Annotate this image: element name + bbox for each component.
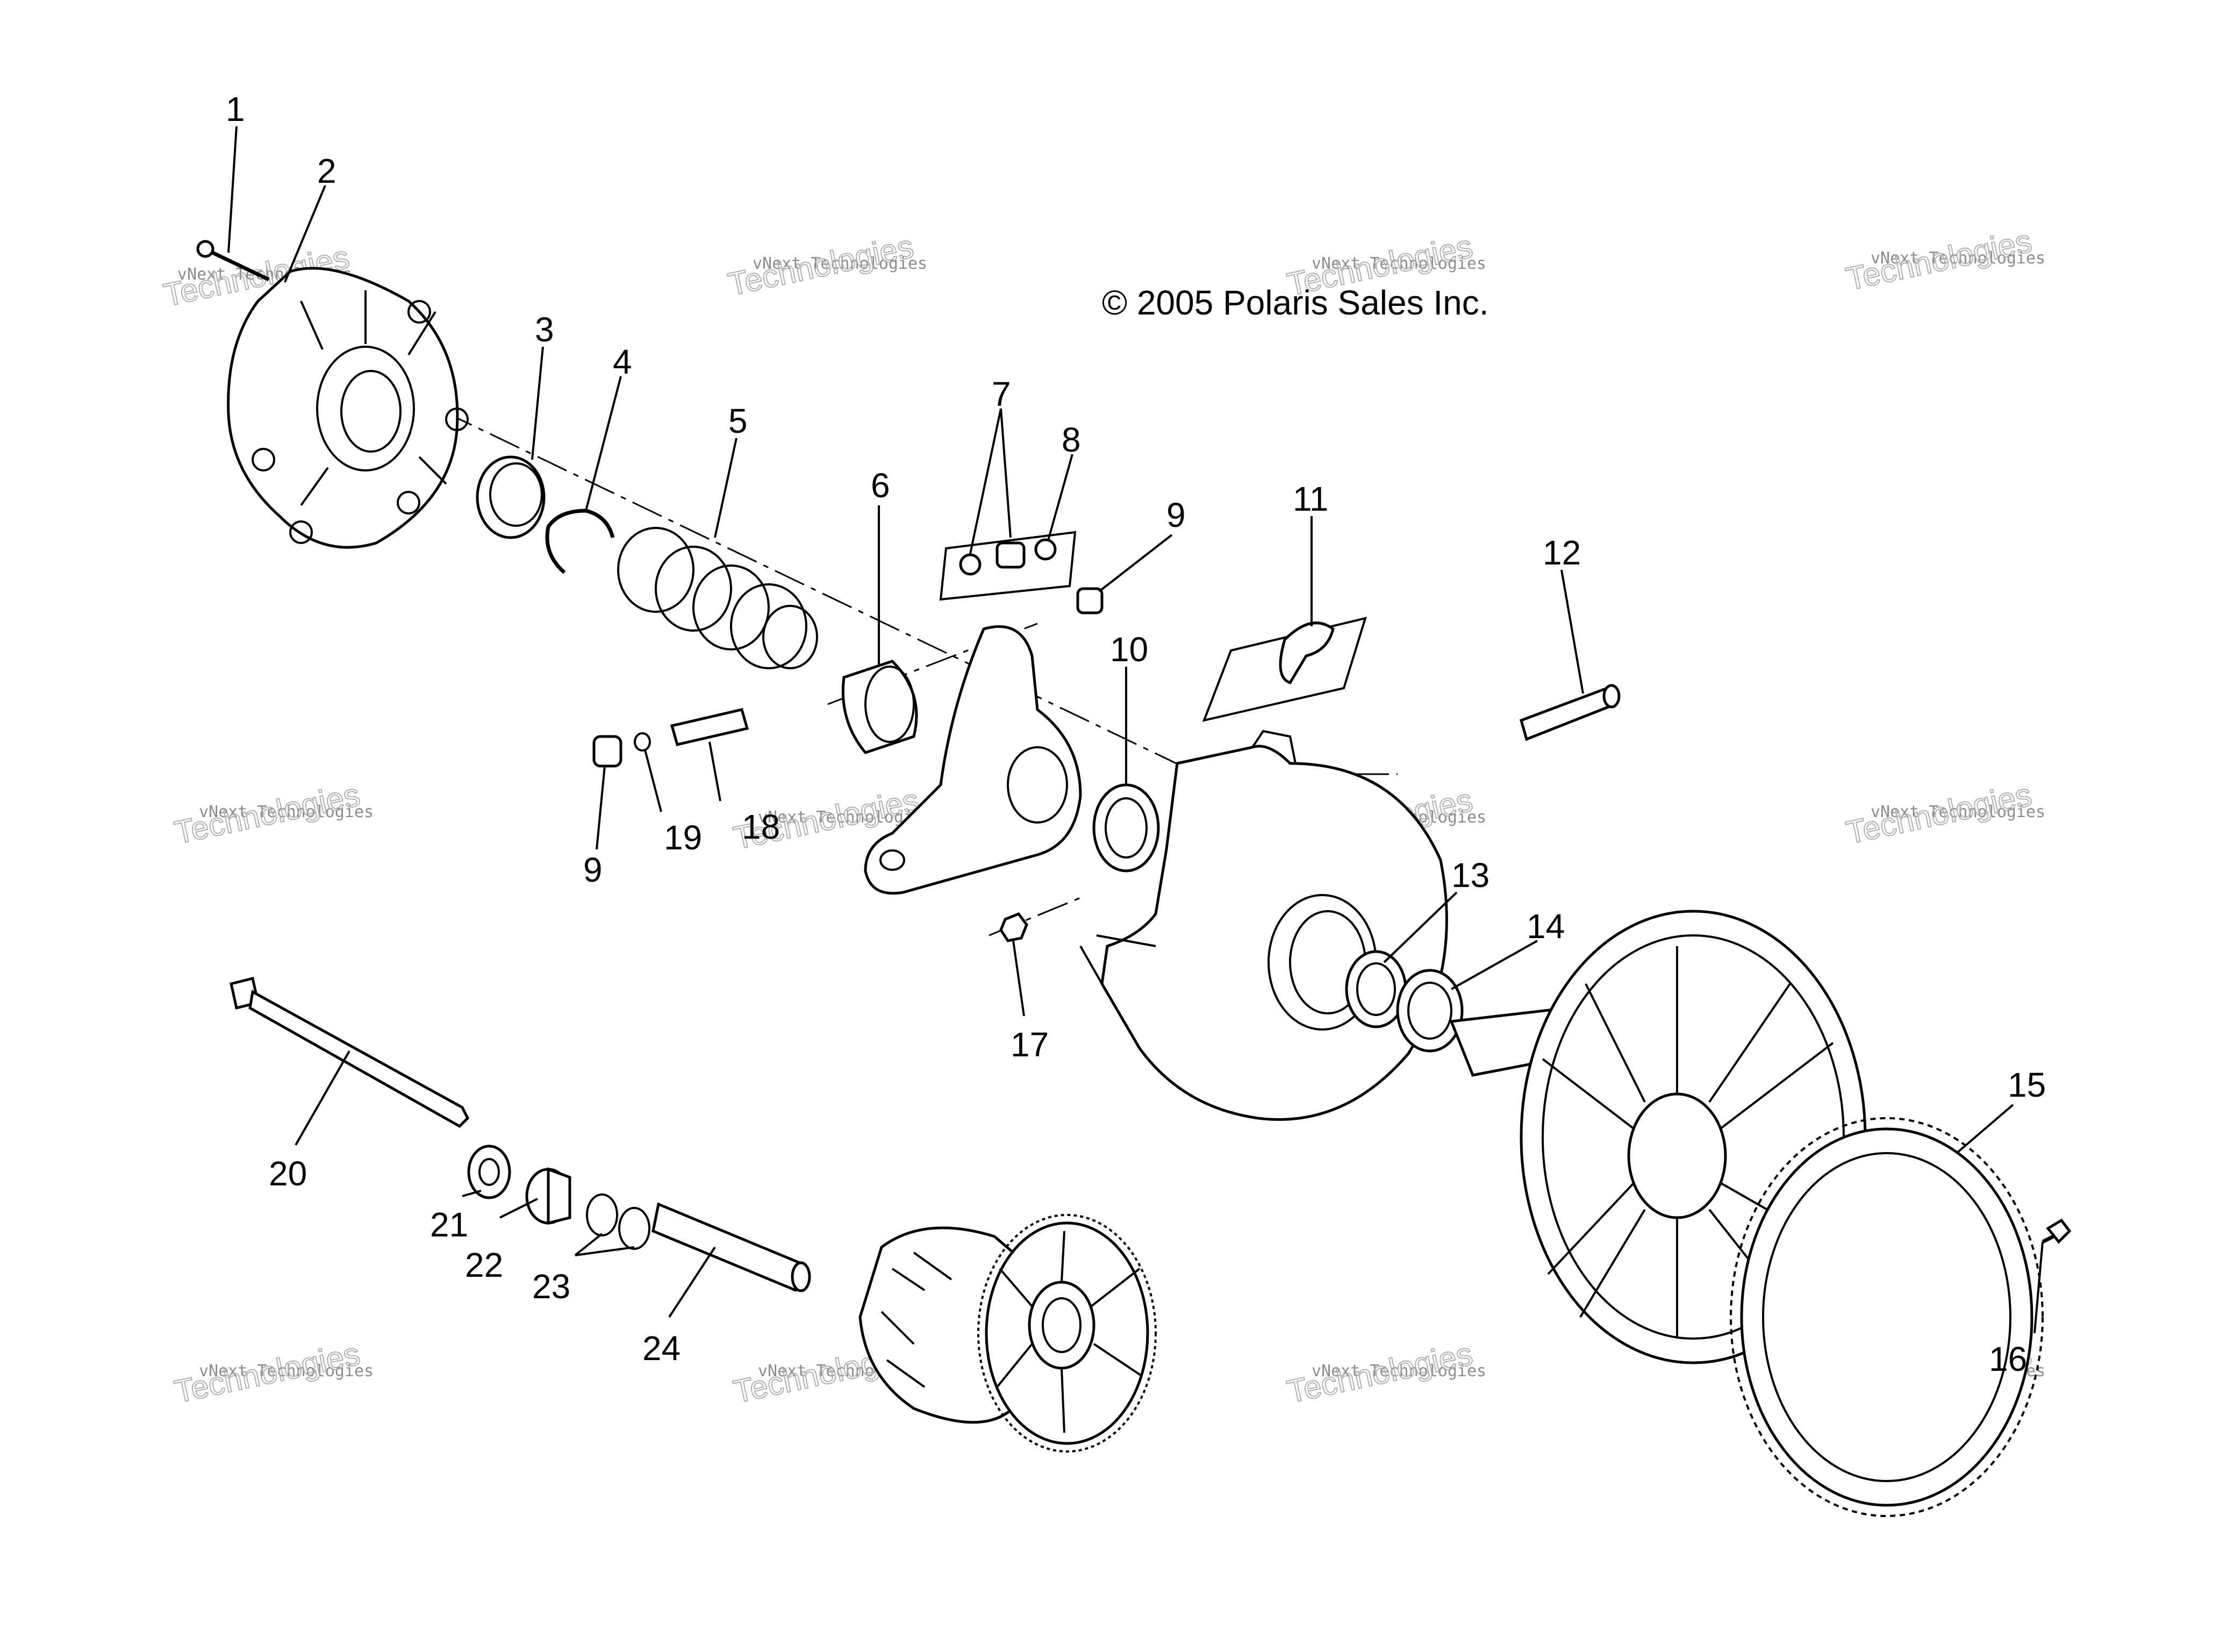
callout-3: 3 bbox=[535, 310, 554, 349]
part-roller-pin bbox=[670, 708, 749, 746]
watermark-text: vNext Technologies bbox=[753, 254, 927, 273]
watermark-text: vNext Technologies bbox=[199, 803, 374, 821]
callout-11: 11 bbox=[1293, 480, 1328, 518]
callout-8: 8 bbox=[1062, 420, 1081, 459]
part-thrust-washer bbox=[1092, 783, 1160, 873]
part-shaft-seal bbox=[1396, 969, 1464, 1053]
part-drive-clutch-assembly bbox=[858, 1214, 1157, 1453]
part-roller-washers bbox=[939, 531, 1077, 601]
callout-15: 15 bbox=[2008, 1065, 2046, 1104]
watermark-text: Technologies bbox=[1284, 1335, 1476, 1410]
part-o-ring bbox=[634, 732, 651, 752]
part-flanged-bushing bbox=[525, 1167, 571, 1225]
part-star-washer bbox=[467, 1145, 511, 1199]
part-cover-housing bbox=[227, 267, 469, 549]
callout-2: 2 bbox=[317, 152, 336, 190]
callout-19: 19 bbox=[664, 818, 702, 857]
part-cap-lower bbox=[592, 735, 622, 768]
watermark-text: Technologies bbox=[171, 776, 363, 850]
callout-10: 10 bbox=[1110, 630, 1148, 669]
callout-13: 13 bbox=[1451, 856, 1489, 895]
callout-9-lower: 9 bbox=[583, 850, 603, 889]
watermark-text: vNext Technologies bbox=[1871, 803, 2045, 821]
callout-24: 24 bbox=[642, 1329, 681, 1368]
part-screw bbox=[2042, 1218, 2072, 1244]
part-shim-rings bbox=[586, 1193, 650, 1250]
watermark-text: vNext Technologies bbox=[199, 1362, 374, 1381]
callout-17: 17 bbox=[1011, 1025, 1049, 1064]
callout-21: 21 bbox=[430, 1205, 468, 1244]
part-bushing bbox=[476, 455, 546, 539]
watermark-text: Technologies bbox=[725, 228, 917, 302]
part-long-bolt bbox=[230, 976, 470, 1128]
callout-23: 23 bbox=[532, 1267, 570, 1306]
callout-22: 22 bbox=[465, 1246, 503, 1284]
callout-1: 1 bbox=[226, 90, 245, 128]
callout-9-upper: 9 bbox=[1166, 496, 1186, 534]
watermark-text: Technologies bbox=[1843, 776, 2035, 850]
callout-14: 14 bbox=[1527, 907, 1565, 946]
callout-12: 12 bbox=[1543, 533, 1581, 572]
watermark-text: vNext Technologies bbox=[1312, 254, 1486, 273]
part-spider-arm bbox=[864, 625, 1082, 895]
part-cam-bushing bbox=[841, 660, 918, 754]
callout-5: 5 bbox=[728, 402, 748, 440]
part-moveable-sheave bbox=[1079, 730, 1448, 1121]
part-tower-bolt bbox=[1519, 684, 1621, 741]
callout-labels: 1 2 3 4 5 6 7 8 9 9 10 11 12 13 14 15 16… bbox=[226, 90, 2046, 1378]
callout-20: 20 bbox=[269, 1154, 307, 1193]
part-bolt bbox=[196, 240, 270, 282]
part-shaft-sleeve bbox=[651, 1202, 811, 1292]
watermark-text: vNext Technologies bbox=[1871, 249, 2045, 268]
watermark-text: Technologies bbox=[1843, 223, 2035, 297]
callout-16: 16 bbox=[1989, 1340, 2027, 1378]
callout-18: 18 bbox=[742, 807, 780, 846]
part-snap-ring bbox=[545, 509, 615, 574]
part-ring-gear bbox=[1730, 1117, 2044, 1517]
callout-7: 7 bbox=[992, 375, 1011, 413]
part-spring bbox=[617, 527, 818, 669]
watermark-text: Technologies bbox=[171, 1335, 363, 1410]
part-weight-arm bbox=[1202, 617, 1367, 722]
watermark-text: vNext Technologies bbox=[1312, 1362, 1486, 1381]
part-cap bbox=[1076, 587, 1104, 614]
callout-6: 6 bbox=[871, 466, 890, 505]
leader-lines bbox=[227, 126, 2044, 1334]
copyright-notice: © 2005 Polaris Sales Inc. bbox=[1102, 283, 1489, 322]
part-nut bbox=[999, 912, 1028, 942]
callout-4: 4 bbox=[613, 342, 632, 381]
